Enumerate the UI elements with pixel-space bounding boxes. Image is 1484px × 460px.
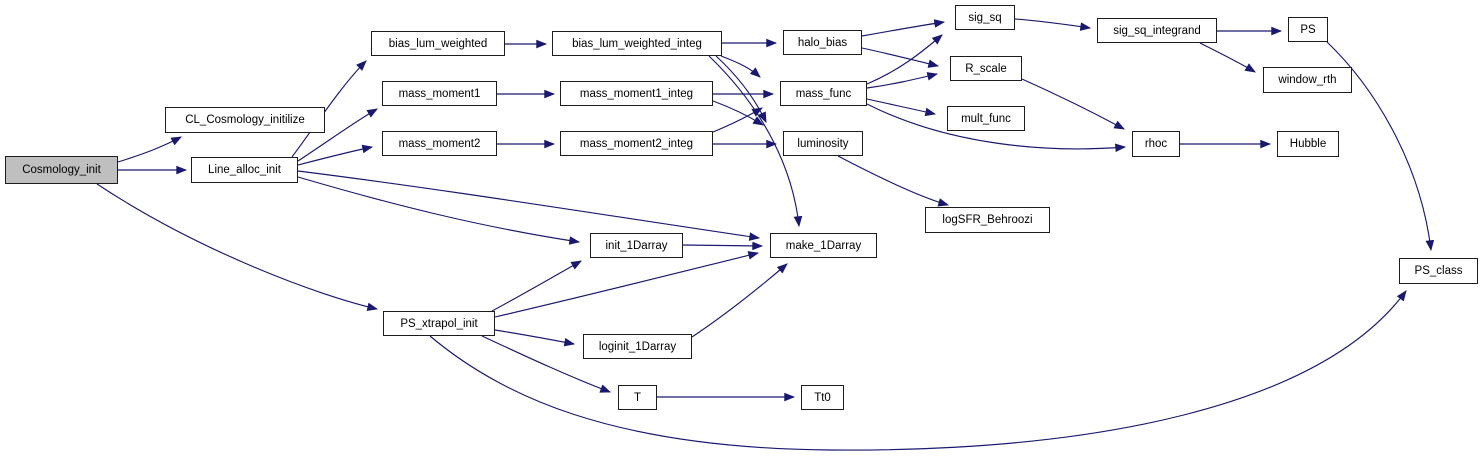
node-label: rhoc: [1144, 138, 1168, 150]
edge-mass_func-to-sig_sq: [866, 34, 943, 85]
node-bias-lum-weighted[interactable]: bias_lum_weighted: [371, 31, 505, 56]
edge-mass_func-to-r_scale: [866, 72, 939, 89]
node-sig-sq-integrand[interactable]: sig_sq_integrand: [1097, 18, 1217, 43]
edge-bias_lum_weighted_integ-to-mass_func: [720, 55, 761, 78]
edge-line_alloc_init-to-make_1darray: [297, 170, 761, 241]
node-label: sig_sq_integrand: [1113, 24, 1201, 37]
edge-ps_xtrapol_init-to-t: [481, 335, 612, 393]
node-label: make_1Darray: [785, 239, 862, 252]
node-label: bias_lum_weighted_integ: [572, 37, 702, 50]
node-mass-moment2-integ[interactable]: mass_moment2_integ: [560, 131, 713, 156]
node-rhoc[interactable]: rhoc: [1132, 131, 1180, 157]
edge-mass_func-to-rhoc: [866, 103, 1127, 153]
node-mass-moment1[interactable]: mass_moment1: [382, 81, 497, 106]
node-label: mass_moment1: [398, 87, 481, 100]
node-init-1darray[interactable]: init_1Darray: [590, 233, 683, 258]
node-label: PS: [1300, 23, 1316, 36]
edge-halo_bias-to-r_scale: [861, 47, 940, 68]
edge-line_alloc_init-to-bias_lum_weighted: [291, 60, 367, 158]
node-mass-moment2[interactable]: mass_moment2: [382, 131, 497, 156]
edge-line_alloc_init-to-init_1darray: [297, 176, 581, 245]
node-label: T: [633, 391, 642, 404]
node-make-1darray[interactable]: make_1Darray: [770, 233, 877, 258]
node-label: window_rth: [1278, 74, 1337, 86]
edge-ps_xtrapol_init-to-loginit_1darray: [494, 329, 576, 347]
node-mass-func[interactable]: mass_func: [780, 81, 867, 106]
node-luminosity[interactable]: luminosity: [783, 131, 863, 156]
node-cl-cosmology-initilize[interactable]: CL_Cosmology_initilize: [165, 107, 325, 133]
node-ps-xtrapol-init[interactable]: PS_xtrapol_init: [383, 311, 495, 336]
node-label: sig_sq: [968, 11, 1002, 24]
node-mult-func[interactable]: mult_func: [947, 106, 1025, 131]
edge-ps_xtrapol_init-to-make_1darray: [494, 251, 760, 318]
node-label: mass_moment2_integ: [579, 137, 694, 150]
node-ps[interactable]: PS: [1288, 17, 1328, 42]
node-label: PS_xtrapol_init: [400, 317, 478, 330]
edge-bias_lum_weighted_integ-to-luminosity: [715, 55, 767, 123]
node-label: R_scale: [965, 62, 1007, 75]
node-label: CL_Cosmology_initilize: [185, 114, 305, 126]
node-label: halo_bias: [797, 36, 848, 49]
node-label: Hubble: [1289, 138, 1327, 150]
node-hubble[interactable]: Hubble: [1277, 131, 1339, 157]
node-label: Tt0: [814, 391, 831, 404]
edge-halo_bias-to-sig_sq: [861, 19, 946, 37]
node-halo-bias[interactable]: halo_bias: [783, 30, 862, 55]
edge-ps-to-ps_class: [1326, 41, 1435, 252]
node-label: mult_func: [961, 112, 1011, 125]
node-label: bias_lum_weighted: [388, 37, 488, 50]
node-label: loginit_1Darray: [598, 340, 677, 353]
node-label: init_1Darray: [605, 239, 668, 252]
edge-sig_sq_integrand-to-window_rth: [1199, 42, 1256, 73]
node-sig-sq[interactable]: sig_sq: [955, 5, 1015, 30]
node-ps-class[interactable]: PS_class: [1399, 258, 1478, 284]
edge-init_1darray-to-make_1darray: [682, 241, 764, 251]
edge-loginit_1darray-to-make_1darray: [691, 263, 788, 338]
node-mass-moment1-integ[interactable]: mass_moment1_integ: [560, 81, 713, 106]
edge-line_alloc_init-to-mass_moment2: [297, 144, 374, 166]
edge-luminosity-to-logsfr_behroozi: [837, 155, 950, 207]
node-logsfr-behroozi[interactable]: logSFR_Behroozi: [925, 207, 1050, 233]
node-label: Line_alloc_init: [208, 164, 281, 176]
node-label: PS_class: [1414, 265, 1463, 277]
node-label: mass_func: [795, 87, 852, 100]
edge-cosmology_init-to-cl_cosmology_initilize: [117, 136, 182, 163]
node-label: mass_moment1_integ: [579, 87, 694, 100]
edge-mass_moment2_integ-to-mass_func: [712, 107, 763, 133]
edge-mass_moment1_integ-to-luminosity: [712, 100, 764, 126]
node-label: luminosity: [797, 137, 849, 150]
node-bias-lum-weighted-integ[interactable]: bias_lum_weighted_integ: [552, 31, 722, 56]
edge-cosmology_init-to-ps_xtrapol_init: [96, 183, 379, 312]
node-label: logSFR_Behroozi: [942, 214, 1033, 226]
node-window-rth[interactable]: window_rth: [1263, 67, 1352, 93]
edge-ps_xtrapol_init-to-ps_class: [429, 290, 1407, 451]
node-r-scale[interactable]: R_scale: [950, 56, 1022, 81]
node-label: Cosmology_init: [22, 164, 101, 176]
node-cosmology-init[interactable]: Cosmology_init: [5, 156, 118, 184]
edge-ps_xtrapol_init-to-init_1darray: [491, 260, 582, 312]
node-tt0[interactable]: Tt0: [801, 385, 844, 410]
edge-r_scale-to-rhoc: [1021, 78, 1125, 130]
edge-sig_sq-to-sig_sq_integrand: [1014, 18, 1092, 31]
edge-line_alloc_init-to-mass_moment1: [297, 108, 378, 162]
node-label: mass_moment2: [398, 137, 481, 150]
node-t[interactable]: T: [618, 385, 657, 410]
node-loginit-1darray[interactable]: loginit_1Darray: [583, 334, 692, 359]
node-line-alloc-init[interactable]: Line_alloc_init: [191, 157, 298, 183]
edge-mass_func-to-mult_func: [866, 98, 937, 117]
